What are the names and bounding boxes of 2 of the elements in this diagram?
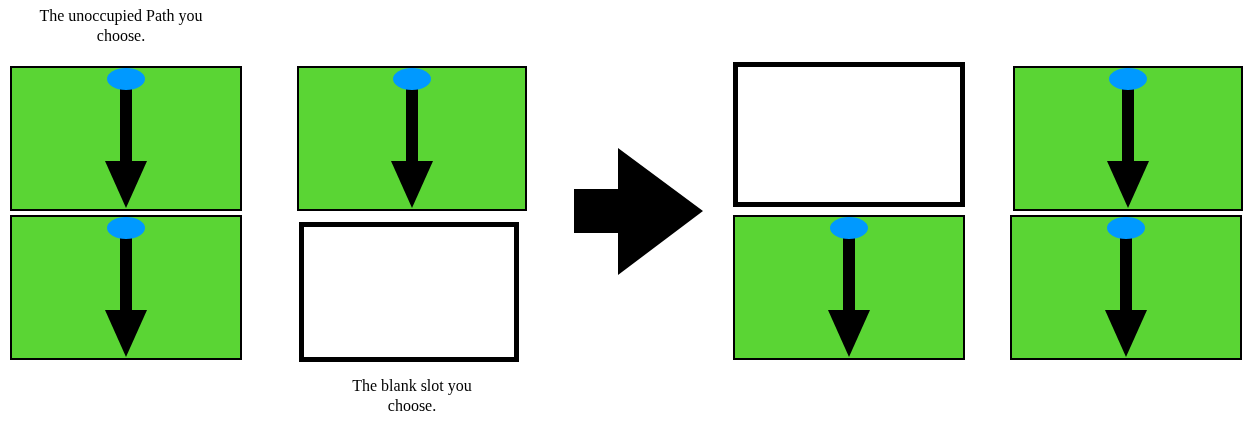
caption-text: The blank slot you choose. <box>351 376 473 416</box>
caption-text: The unoccupied Path you choose. <box>38 6 204 46</box>
